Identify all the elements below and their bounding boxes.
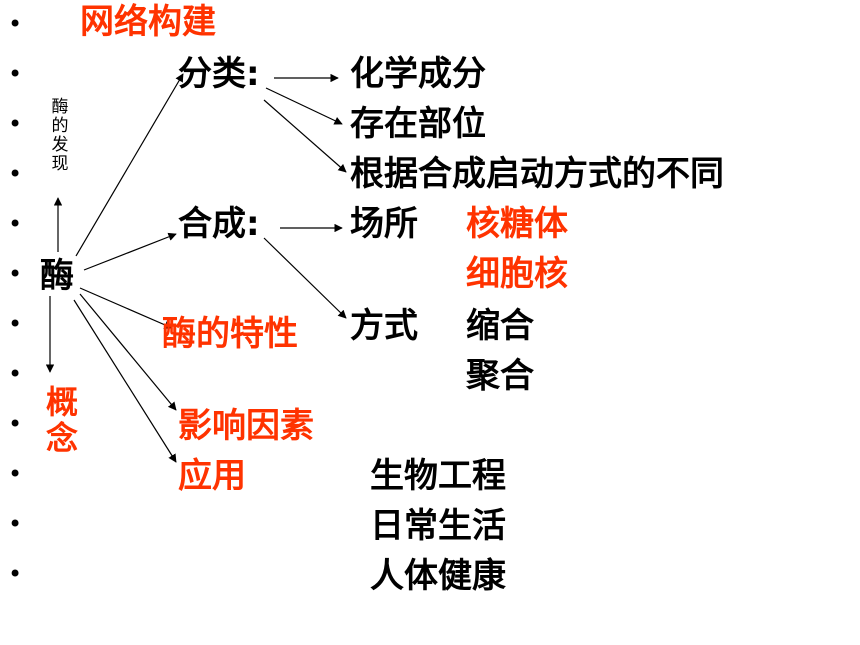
- arrow-to-classification: [75, 73, 184, 257]
- bullet: •: [8, 310, 23, 338]
- arrow-location: [265, 87, 343, 125]
- arrow-synthesis-method: [263, 237, 347, 319]
- bullet: •: [8, 260, 23, 288]
- classification-item: 根据合成启动方式的不同: [350, 154, 724, 194]
- application-item: 生物工程: [370, 456, 506, 496]
- synthesis-place-item: 核糖体: [466, 204, 568, 244]
- bullet: •: [8, 360, 23, 388]
- synthesis-method-item: 缩合: [466, 306, 534, 346]
- bullet: •: [8, 60, 23, 88]
- synthesis-method-label: 方式: [350, 306, 418, 346]
- synthesis-place-label: 场所: [350, 204, 418, 244]
- bullet: •: [8, 10, 23, 38]
- arrow-to-synthesis: [83, 232, 177, 271]
- arrow-to-properties: [79, 287, 173, 329]
- application-item: 日常生活: [370, 506, 506, 546]
- arrow-to-application: [73, 299, 177, 463]
- arrow-to-factors: [79, 293, 177, 411]
- bullet: •: [8, 410, 23, 438]
- synthesis-label: 合成:: [178, 204, 260, 244]
- bullet: •: [8, 210, 23, 238]
- bullet: •: [8, 510, 23, 538]
- properties-label: 酶的特性: [162, 314, 298, 354]
- synthesis-place-item: 细胞核: [466, 254, 568, 294]
- discovery-label: 酶的发现: [51, 97, 69, 174]
- synthesis-method-item: 聚合: [466, 356, 534, 396]
- factors-label: 影响因素: [178, 406, 314, 446]
- application-label: 应用: [178, 456, 246, 496]
- page-title: 网络构建: [80, 2, 216, 42]
- classification-item: 化学成分: [350, 54, 486, 94]
- bullet: •: [8, 110, 23, 138]
- concept-label: 概念: [45, 383, 78, 457]
- classification-item: 存在部位: [350, 104, 486, 144]
- arrow-initiation: [263, 99, 347, 173]
- application-item: 人体健康: [370, 556, 506, 596]
- root-node: 酶: [40, 256, 74, 296]
- bullet: •: [8, 560, 23, 588]
- bullet: •: [8, 160, 23, 188]
- classification-label: 分类:: [178, 54, 260, 94]
- bullet: •: [8, 460, 23, 488]
